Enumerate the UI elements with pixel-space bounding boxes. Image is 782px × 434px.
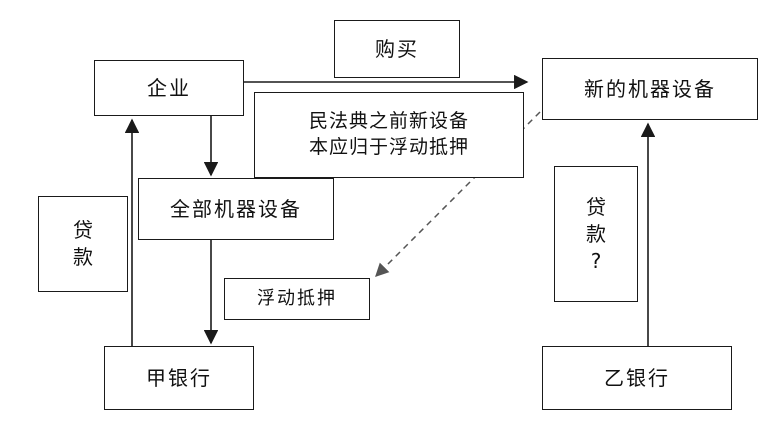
purchase-box: 购买 xyxy=(334,20,460,78)
loan-b-question-mark: ? xyxy=(590,248,602,273)
bank-b-box: 乙银行 xyxy=(542,346,732,410)
new-equipment-box: 新的机器设备 xyxy=(542,58,758,120)
loan-b-box: 贷 款 ? xyxy=(554,166,638,302)
all-equipment-box: 全部机器设备 xyxy=(138,178,334,240)
note-box: 民法典之前新设备 本应归于浮动抵押 xyxy=(254,92,524,178)
note-line-2: 本应归于浮动抵押 xyxy=(308,136,469,158)
note-text: 民法典之前新设备 本应归于浮动抵押 xyxy=(309,109,469,160)
loan-a-char-2: 款 xyxy=(73,245,93,269)
bank-a-label: 甲银行 xyxy=(146,365,212,390)
new-equipment-label: 新的机器设备 xyxy=(584,76,716,101)
loan-a-box: 贷 款 xyxy=(38,196,128,292)
note-line-1: 民法典之前新设备 xyxy=(308,110,469,133)
loan-a-char-1: 贷 xyxy=(73,218,93,242)
purchase-label: 购买 xyxy=(375,36,419,61)
floating-mortgage-label: 浮动抵押 xyxy=(257,287,337,309)
enterprise-box: 企业 xyxy=(94,60,244,116)
enterprise-label: 企业 xyxy=(147,75,191,100)
loan-b-char-1: 贷 xyxy=(586,194,606,219)
floating-mortgage-box: 浮动抵押 xyxy=(224,278,370,320)
all-equipment-label: 全部机器设备 xyxy=(170,196,302,221)
bank-b-label: 乙银行 xyxy=(604,365,670,390)
loan-b-char-2: 款 xyxy=(586,221,606,246)
bank-a-box: 甲银行 xyxy=(104,346,254,410)
